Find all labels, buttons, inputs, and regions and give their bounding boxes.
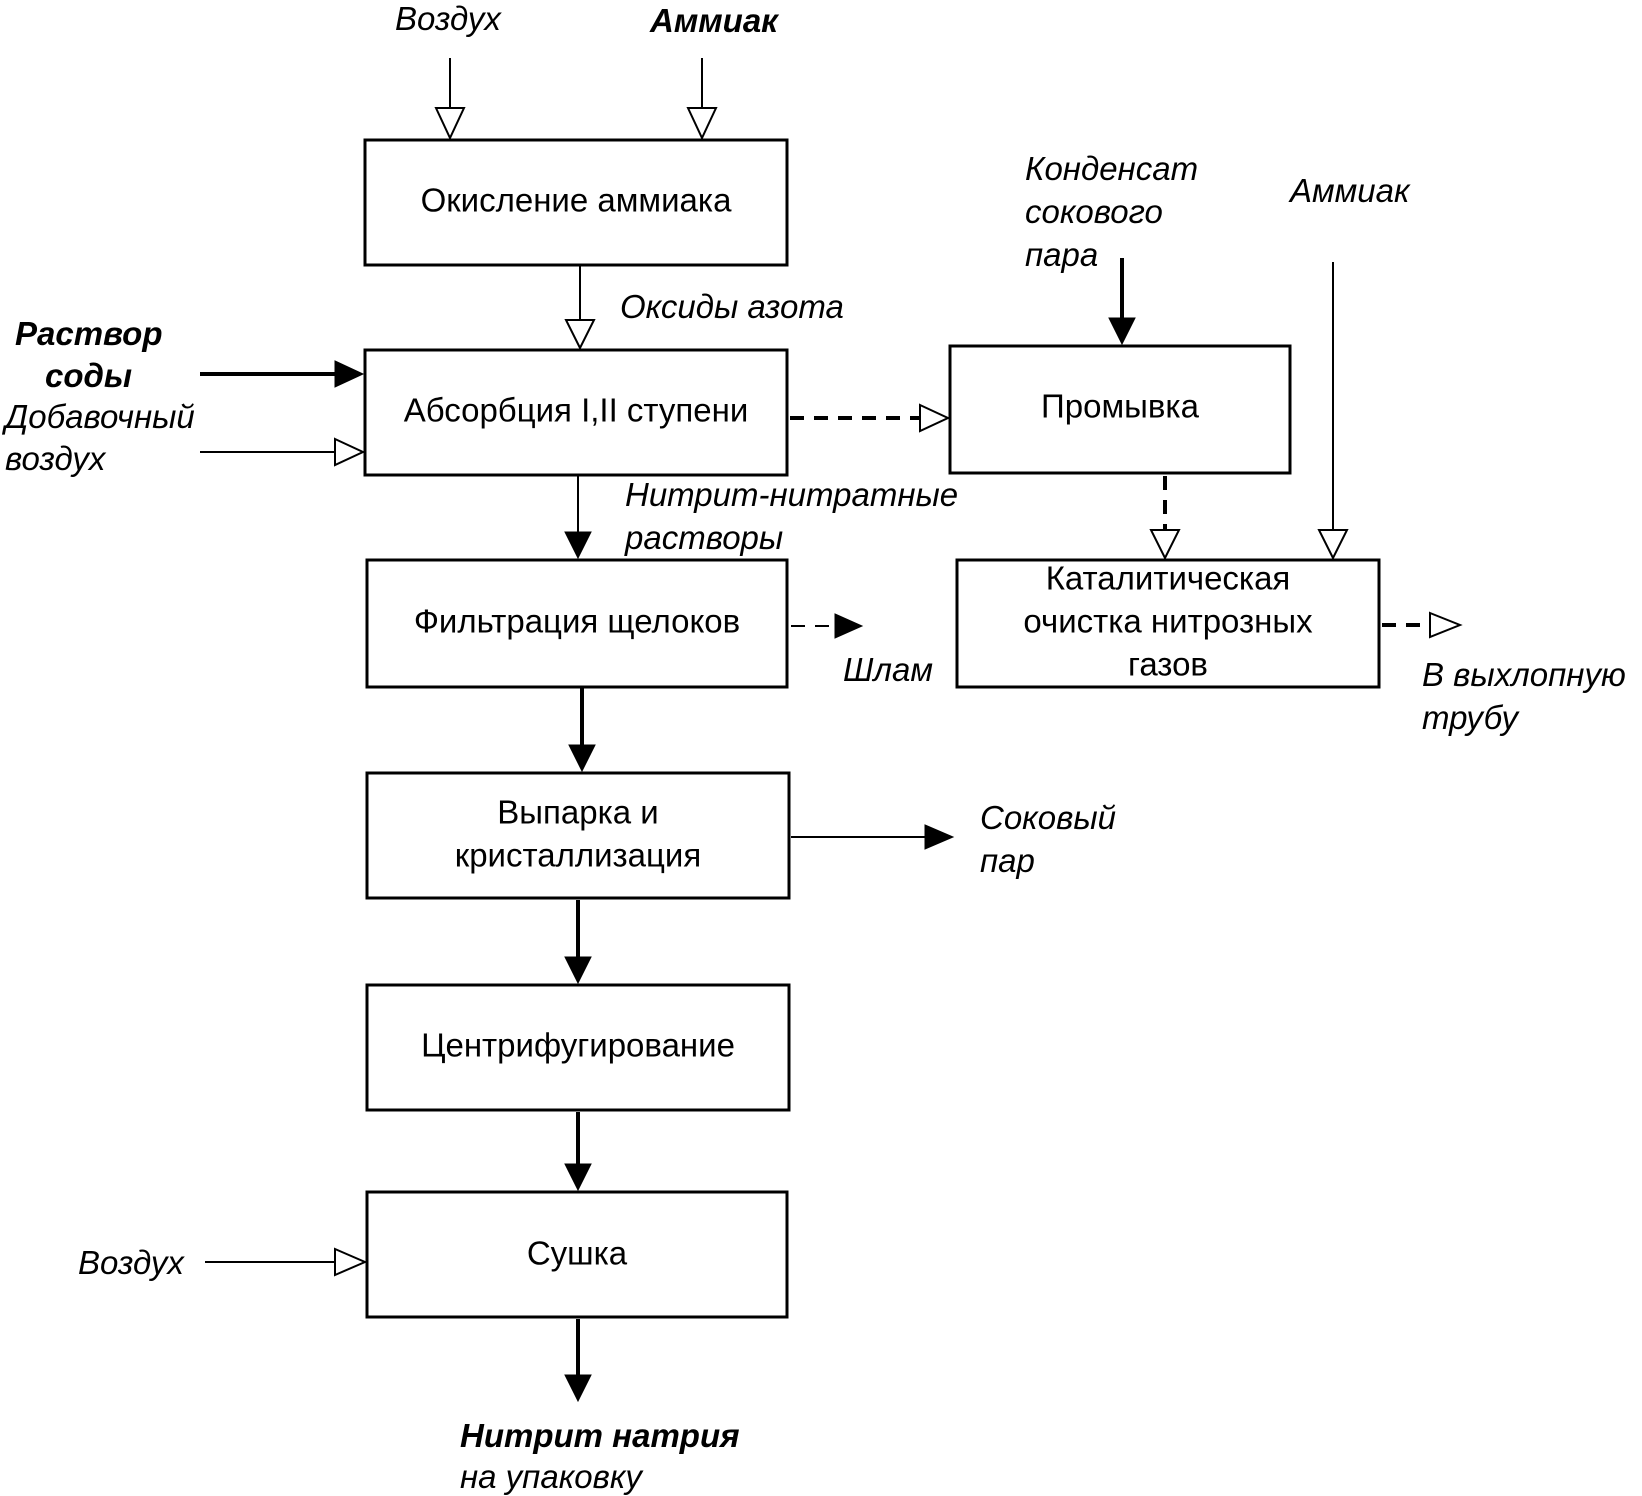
arrow-washing-to-catalytic — [1149, 476, 1181, 561]
arrow-evaporation-to-steam — [791, 824, 955, 850]
box-catalytic-label-2: очистка нитрозных — [1023, 603, 1313, 640]
box-filtration-label: Фильтрация щелоков — [414, 603, 740, 640]
label-condensate-3: пара — [1025, 236, 1098, 273]
label-product-2: на упаковку — [460, 1458, 644, 1495]
box-absorption: Абсорбция I,II ступени — [363, 348, 789, 477]
arrow-soda-to-absorption — [200, 360, 365, 388]
box-evaporation-label-2: кристаллизация — [455, 837, 701, 874]
label-juice-steam-2: пар — [980, 842, 1035, 879]
box-drying: Сушка — [365, 1190, 789, 1319]
box-evaporation: Выпарка и кристаллизация — [365, 771, 791, 900]
label-nitrite-nitrate-2: растворы — [624, 519, 783, 556]
box-filtration: Фильтрация щелоков — [365, 558, 789, 689]
arrow-evaporation-to-centrifuge — [564, 900, 592, 985]
label-juice-steam-1: Соковый — [980, 799, 1116, 836]
label-extra-air-2: воздух — [5, 440, 107, 477]
box-centrifuge: Центрифугирование — [365, 983, 791, 1112]
box-drying-label: Сушка — [527, 1235, 628, 1272]
label-exhaust-1: В выхлопную — [1422, 656, 1626, 693]
label-soda-solution-1: Раствор — [15, 315, 163, 352]
arrow-oxidation-to-absorption — [564, 265, 596, 351]
box-centrifuge-label: Центрифугирование — [421, 1027, 735, 1064]
arrow-air-to-oxidation — [434, 58, 466, 141]
arrow-filtration-to-evaporation — [568, 688, 596, 773]
label-nitrite-nitrate-1: Нитрит-нитратные — [625, 476, 958, 513]
arrow-absorption-to-filtration — [564, 476, 592, 560]
arrow-extra-air-to-absorption — [200, 437, 366, 467]
label-condensate-2: сокового — [1025, 193, 1163, 230]
arrow-ammonia-to-oxidation — [686, 58, 718, 141]
arrow-centrifuge-to-drying — [564, 1112, 592, 1192]
box-catalytic-label-3: газов — [1128, 646, 1208, 683]
label-ammonia-right: Аммиак — [1288, 172, 1411, 209]
label-nitrogen-oxides: Оксиды азота — [620, 288, 844, 325]
label-extra-air-1: Добавочный — [1, 398, 195, 435]
arrow-catalytic-to-exhaust — [1382, 611, 1463, 639]
label-exhaust-2: трубу — [1422, 699, 1520, 736]
label-air-drying: Воздух — [78, 1244, 185, 1281]
box-oxidation-label: Окисление аммиака — [421, 182, 733, 219]
arrow-absorption-to-washing — [790, 403, 951, 433]
label-product-1: Нитрит натрия — [460, 1417, 740, 1454]
box-evaporation-label-1: Выпарка и — [497, 794, 658, 831]
label-soda-solution-2: соды — [45, 357, 132, 394]
arrow-drying-to-product — [564, 1319, 592, 1403]
box-washing-label: Промывка — [1041, 388, 1200, 425]
arrow-ammonia-to-catalytic — [1317, 262, 1349, 561]
box-catalytic-label-1: Каталитическая — [1046, 560, 1291, 597]
label-sludge: Шлам — [843, 651, 933, 688]
box-oxidation: Окисление аммиака — [363, 138, 789, 267]
arrow-air-to-drying — [205, 1247, 368, 1277]
label-condensate-1: Конденсат — [1025, 150, 1198, 187]
box-catalytic: Каталитическая очистка нитрозных газов — [955, 558, 1381, 689]
arrow-condensate-to-washing — [1108, 258, 1136, 346]
label-air-top: Воздух — [395, 0, 502, 37]
label-ammonia-top: Аммиак — [649, 2, 780, 39]
box-washing: Промывка — [948, 344, 1292, 475]
box-absorption-label: Абсорбция I,II ступени — [404, 392, 749, 429]
arrow-filtration-to-sludge — [791, 613, 864, 639]
